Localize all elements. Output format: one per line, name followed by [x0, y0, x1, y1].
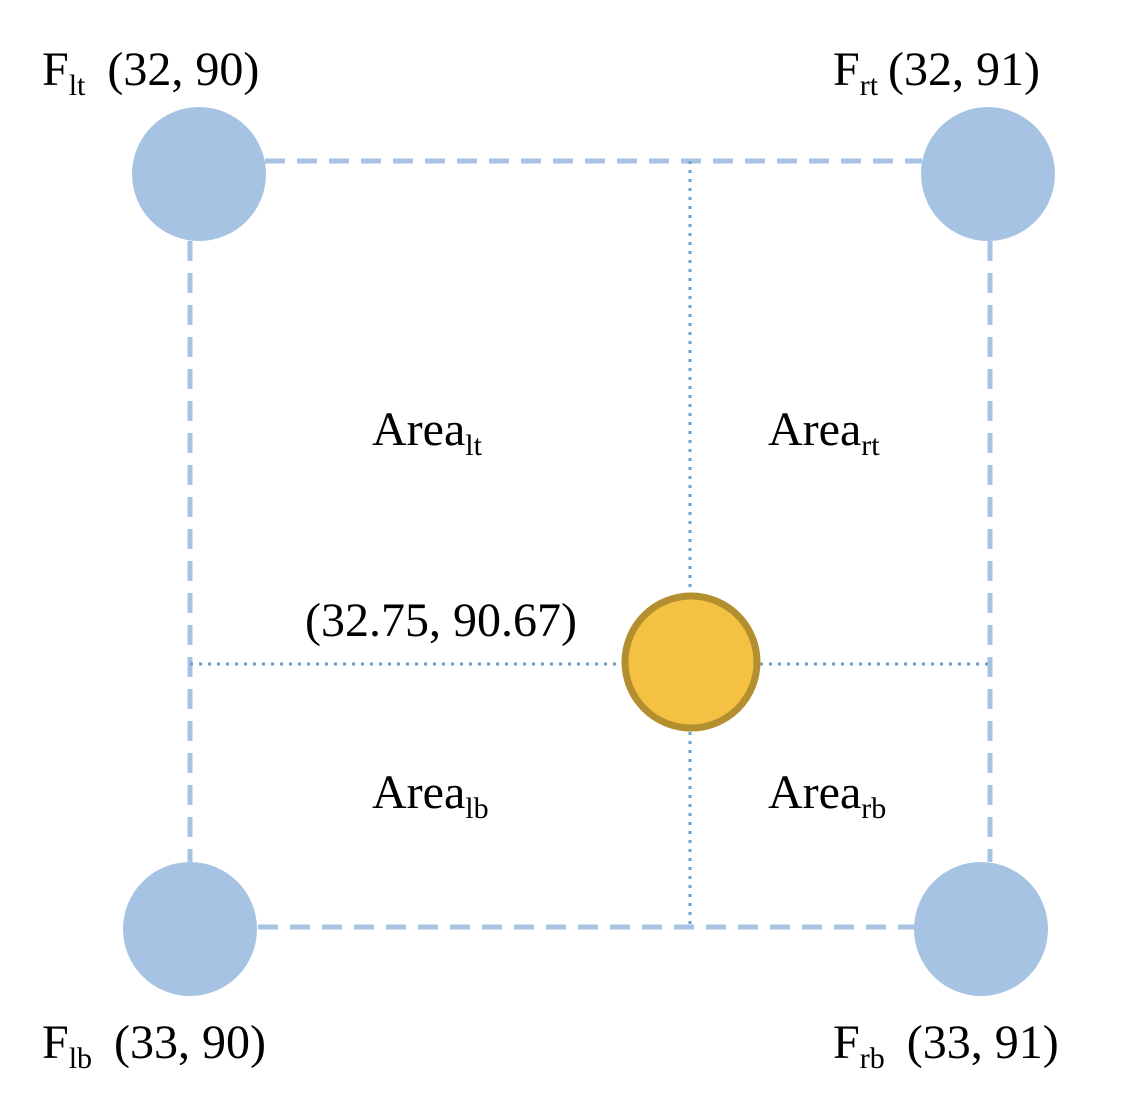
- area-label-lt: Arealt: [372, 403, 483, 462]
- corner-label-rt: Frt(32, 91): [833, 43, 1040, 102]
- center-label: (32.75, 90.67): [305, 594, 577, 647]
- corner-point-rb: [914, 862, 1048, 996]
- crosshair: [190, 161, 990, 927]
- corner-point-lt: [132, 107, 266, 241]
- corner-label-lt: Flt(32, 90): [42, 43, 259, 102]
- corner-label-rb: Frb(33, 91): [833, 1016, 1059, 1075]
- corner-point-lb: [123, 862, 257, 996]
- area-label-lb: Arealb: [372, 766, 489, 825]
- area-label-rb: Arearb: [768, 766, 886, 825]
- corner-point-rt: [921, 107, 1055, 241]
- corner-label-lb: Flb(33, 90): [42, 1016, 266, 1075]
- outer-frame: [187, 158, 993, 930]
- center-point: [621, 592, 761, 732]
- area-label-rt: Areart: [768, 403, 880, 462]
